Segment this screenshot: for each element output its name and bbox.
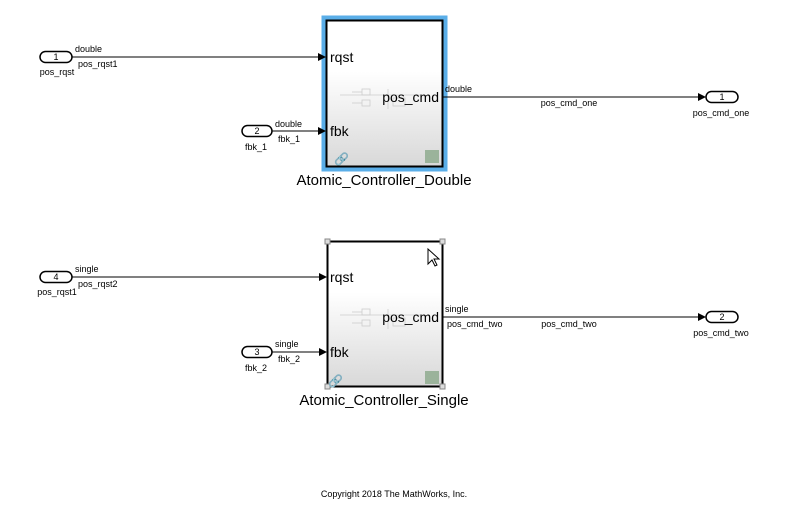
signal-name: pos_cmd_two xyxy=(541,319,597,329)
signal-name: pos_rqst2 xyxy=(78,279,118,289)
port-label-pos-cmd: pos_cmd xyxy=(382,89,439,105)
signal-type: single xyxy=(75,264,99,274)
inport-name: pos_rqst1 xyxy=(37,287,77,297)
port-label-fbk: fbk xyxy=(330,344,350,360)
link-icon: 🔗 xyxy=(334,151,349,166)
variant-icon xyxy=(425,371,439,384)
subsystem-block-double[interactable]: rqst fbk pos_cmd 🔗 xyxy=(321,15,448,172)
inport-4[interactable]: 4 xyxy=(39,270,73,284)
link-icon: 🔗 xyxy=(328,373,343,388)
svg-text:1: 1 xyxy=(53,52,58,62)
inport-name: pos_rqst xyxy=(40,67,75,77)
outport-name: pos_cmd_one xyxy=(693,108,750,118)
inport-2[interactable]: 2 xyxy=(241,124,273,138)
signal-type: single xyxy=(275,339,299,349)
signal-name: pos_cmd_one xyxy=(541,98,598,108)
outport-1[interactable]: 1 xyxy=(705,90,739,104)
block-name[interactable]: Atomic_Controller_Single xyxy=(299,392,468,409)
signal-type: double xyxy=(75,44,102,54)
inport-name: fbk_1 xyxy=(245,142,267,152)
svg-text:2: 2 xyxy=(254,126,259,136)
inport-name: fbk_2 xyxy=(245,363,267,373)
port-label-fbk: fbk xyxy=(330,123,350,139)
port-label-pos-cmd: pos_cmd xyxy=(382,309,439,325)
signal-name: fbk_1 xyxy=(278,134,300,144)
signal-name: fbk_2 xyxy=(278,354,300,364)
inport-1[interactable]: 1 xyxy=(39,50,73,64)
block-name[interactable]: Atomic_Controller_Double xyxy=(296,172,471,189)
cursor-icon xyxy=(427,247,441,267)
port-label-rqst: rqst xyxy=(330,49,353,65)
inport-3[interactable]: 3 xyxy=(241,345,273,359)
signal-name: pos_rqst1 xyxy=(78,59,118,69)
selection-handles[interactable] xyxy=(324,238,446,390)
svg-text:4: 4 xyxy=(53,272,58,282)
port-label-rqst: rqst xyxy=(330,269,353,285)
variant-icon xyxy=(425,150,439,163)
svg-text:2: 2 xyxy=(719,312,724,322)
signal-lines[interactable] xyxy=(72,53,706,356)
signal-name: pos_cmd_two xyxy=(447,319,503,329)
svg-text:3: 3 xyxy=(254,347,259,357)
outport-name: pos_cmd_two xyxy=(693,328,749,338)
signal-type: double xyxy=(275,119,302,129)
signal-type: single xyxy=(445,304,469,314)
signal-type: double xyxy=(445,84,472,94)
copyright-annotation: Copyright 2018 The MathWorks, Inc. xyxy=(321,489,467,499)
svg-text:1: 1 xyxy=(719,92,724,102)
subsystem-block-single[interactable]: rqst fbk pos_cmd 🔗 xyxy=(324,238,446,390)
outport-2[interactable]: 2 xyxy=(705,310,739,324)
